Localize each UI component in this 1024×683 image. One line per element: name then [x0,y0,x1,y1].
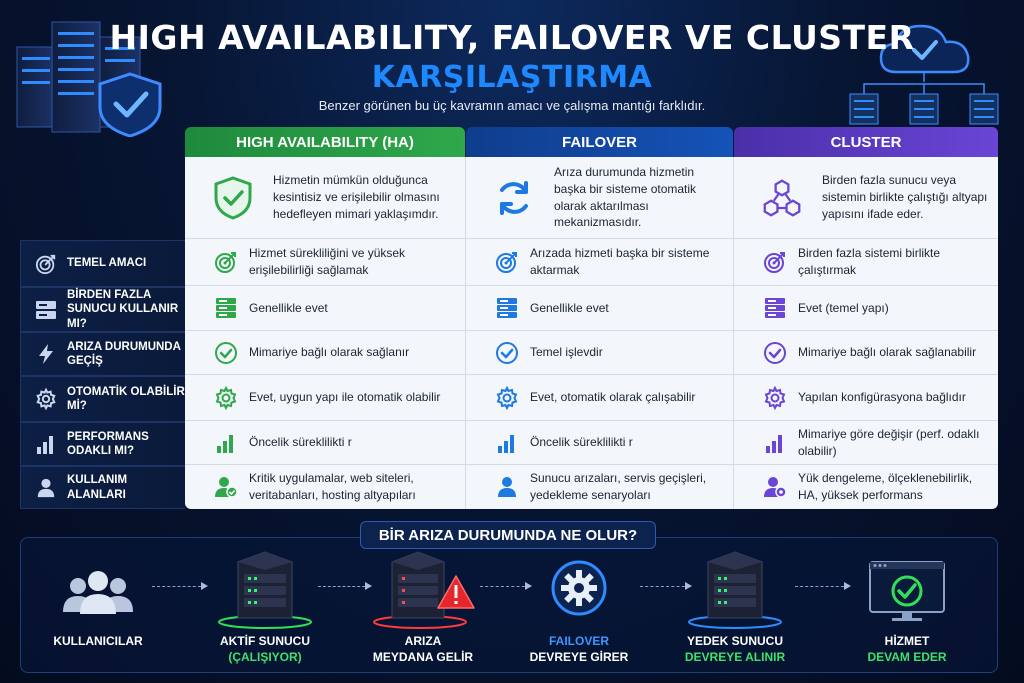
server-rack-icon [218,551,312,629]
flow-step-users: KULLANICILAR [23,548,173,668]
network-nodes-icon [762,176,802,220]
flow-step-active-server: AKTİF SUNUCU (ÇALIŞIYOR) [190,548,340,668]
gear-icon [213,385,239,411]
user-icon [494,474,520,500]
intro-cell-failover: Arıza durumunda hizmetin başka bir siste… [466,157,734,239]
cell-r3-cluster: Mimariye bağlı olarak sağlanabilir [734,331,998,375]
page-title-secondary: KARŞILAŞTIRMA [371,60,653,95]
comparison-grid: Hizmetin mümkün olduğunca kesintisiz ve … [185,157,998,509]
row-label-performans: PERFORMANS ODAKLI MI? [20,422,185,466]
row-label-birden-fazla: BİRDEN FAZLA SUNUCU KULLANIR MI? [20,287,185,332]
server-rack-icon [688,551,782,629]
bar-chart-icon [213,430,239,456]
flow-arrow [640,582,692,590]
lightning-icon [35,343,57,365]
cell-r6-cluster: Yük dengeleme, ölçeklenebilirlik, HA, yü… [734,465,998,509]
cell-r5-cluster: Mimariye göre değişir (perf. odaklı olab… [734,421,998,465]
user-gear-icon [762,474,788,500]
row-label-otomatik: OTOMATİK OLABİLİR Mİ? [20,376,185,422]
bar-chart-icon [35,433,57,455]
cell-r4-ha: Evet, uygun yapı ile otomatik olabilir [185,375,466,421]
row-label-ariza-gecis: ARIZA DURUMUNDA GEÇİŞ [20,332,185,376]
cell-r5-ha: Öncelik süreklilikti r [185,421,466,465]
flow-arrow [795,582,851,590]
server-icon [762,295,788,321]
warning-icon [373,551,475,629]
server-icon [213,295,239,321]
flow-arrow [480,582,532,590]
server-icon [494,295,520,321]
row-label-kullanim: KULLANIM ALANLARI [20,466,185,509]
gear-icon [494,385,520,411]
sync-arrows-icon [494,176,534,220]
user-icon [35,477,57,499]
cell-r6-ha: Kritik uygulamalar, web siteleri, verita… [185,465,466,509]
flow-arrow [152,582,208,590]
user-check-icon [213,474,239,500]
server-icon [35,299,57,321]
cell-r2-failover: Genellikle evet [466,286,734,331]
comparison-table: HIGH AVAILABILITY (HA) FAILOVER CLUSTER … [185,127,998,509]
row-labels: TEMEL AMACI BİRDEN FAZLA SUNUCU KULLANIR… [20,240,185,509]
server-shield-illustration [16,21,162,137]
users-icon [63,571,133,614]
page-title: HIGH AVAILABILITY, FAILOVER VE CLUSTER [109,18,915,57]
bar-chart-icon [494,430,520,456]
cell-r4-cluster: Yapılan konfigürasyona bağlıdır [734,375,998,421]
flow-step-failure: ARIZA MEYDANA GELİR [348,548,498,668]
shield-check-icon [213,175,253,220]
cell-r4-failover: Evet, otomatik olarak çalışabilir [466,375,734,421]
column-header-ha: HIGH AVAILABILITY (HA) [185,127,465,157]
column-header-failover: FAILOVER [466,127,733,157]
cell-r5-failover: Öncelik süreklilikti r [466,421,734,465]
target-icon [494,249,520,275]
target-icon [35,253,57,275]
cell-r1-ha: Hizmet sürekliliğini ve yüksek erişilebi… [185,239,466,286]
flow-step-service-continues: HİZMET DEVAM EDER [832,548,982,668]
cell-r1-cluster: Birden fazla sistemi birlikte çalıştırma… [734,239,998,286]
monitor-check-icon [869,561,945,621]
row-label-temel-amaci: TEMEL AMACI [20,240,185,287]
cell-r1-failover: Arızada hizmeti başka bir sisteme aktarm… [466,239,734,286]
flow-step-failover: FAILOVER DEVREYE GİRER [504,548,654,668]
target-icon [762,249,788,275]
column-header-cluster: CLUSTER [734,127,998,157]
intro-cell-ha: Hizmetin mümkün olduğunca kesintisiz ve … [185,157,466,239]
gear-icon [762,385,788,411]
gear-icon [35,388,57,410]
flow-arrow [318,582,372,590]
failure-flow-title: BİR ARIZA DURUMUNDA NE OLUR? [360,521,656,549]
gear-icon [551,560,607,616]
check-circle-icon [762,340,788,366]
flow-step-backup-server: YEDEK SUNUCU DEVREYE ALINIR [660,548,810,668]
cell-r3-ha: Mimariye bağlı olarak sağlanır [185,331,466,375]
target-icon [213,249,239,275]
cell-r3-failover: Temel işlevdir [466,331,734,375]
intro-cell-cluster: Birden fazla sunucu veya sistemin birlik… [734,157,998,239]
check-circle-icon [494,340,520,366]
cloud-network-illustration [849,24,999,125]
check-circle-icon [213,340,239,366]
cell-r2-cluster: Evet (temel yapı) [734,286,998,331]
bar-chart-icon [762,430,788,456]
cell-r6-failover: Sunucu arızaları, servis geçişleri, yede… [466,465,734,509]
page-subtitle: Benzer görünen bu üç kavramın amacı ve ç… [318,98,706,113]
failure-flow-panel [20,537,998,673]
cell-r2-ha: Genellikle evet [185,286,466,331]
